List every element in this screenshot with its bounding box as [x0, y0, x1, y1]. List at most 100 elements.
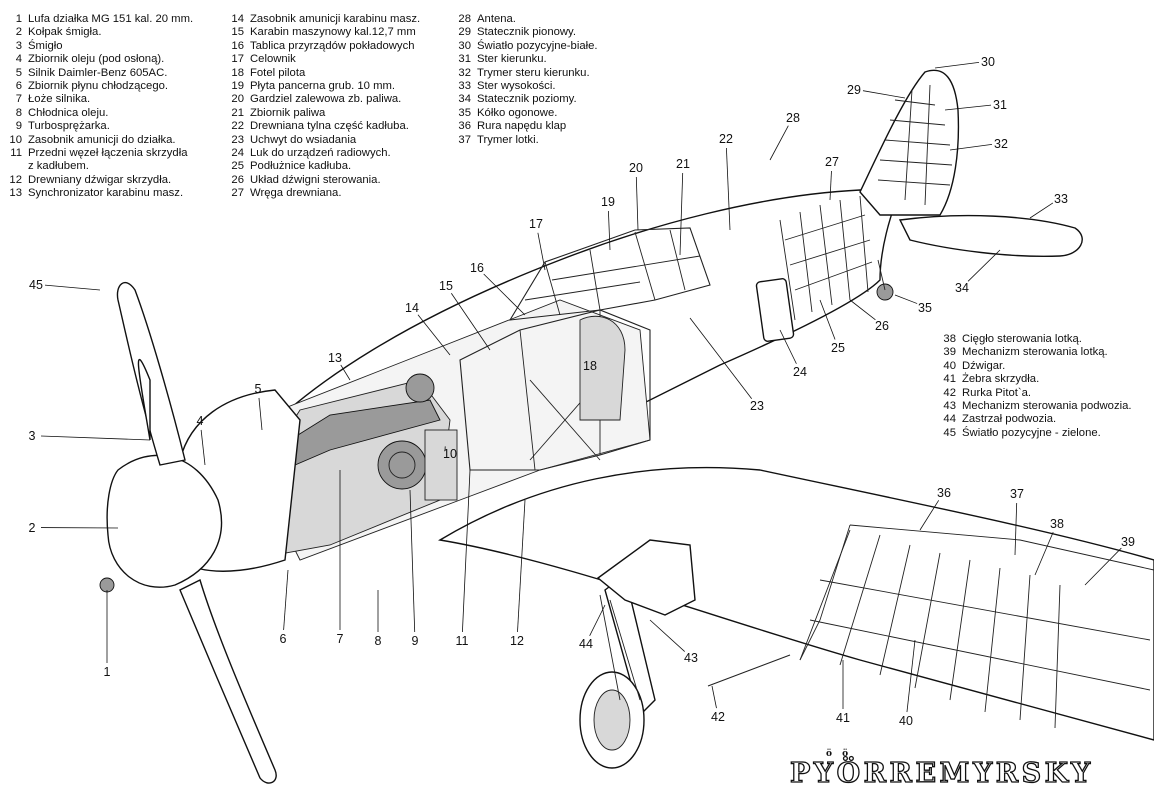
- legend-number: 17: [231, 53, 244, 66]
- legend-text: Cięgło sterowania lotką.: [962, 333, 1082, 345]
- legend-text: Śmigło: [28, 39, 63, 52]
- callout-leader-line: [849, 299, 876, 321]
- callout-label-45: 45: [29, 278, 43, 292]
- legend-text: Łoże silnika.: [28, 93, 91, 106]
- legend-text: Drewniany dźwigar skrzydła.: [28, 173, 172, 186]
- callout-leader-line: [934, 61, 980, 69]
- callout-leader-line: [450, 293, 491, 351]
- legend-number: 4: [15, 53, 22, 66]
- callout-leader-line: [819, 299, 836, 340]
- legend-text: Turbosprężarka.: [28, 120, 110, 133]
- tailwheel: [876, 283, 894, 301]
- propeller-blade-lower: [179, 579, 277, 784]
- callout-leader-line: [517, 499, 526, 633]
- legend-number: 18: [231, 66, 244, 79]
- callout-label-11: 11: [456, 634, 469, 648]
- legend-text: Lufa działka MG 151 kal. 20 mm.: [28, 13, 194, 25]
- legend-number: 45: [943, 426, 956, 439]
- callout-label-16: 16: [470, 261, 484, 275]
- pitot-tube: [707, 654, 791, 687]
- callout-label-31: 31: [993, 98, 1007, 112]
- legend-text: Zbiornik oleju (pod osłoną).: [28, 53, 165, 66]
- legend-number: 16: [231, 39, 244, 52]
- legend-text: Celownik: [250, 53, 296, 66]
- callout-label-7: 7: [337, 632, 344, 646]
- callout-label-10: 10: [443, 447, 457, 461]
- callout-label-33: 33: [1054, 192, 1068, 206]
- legend-item: 33 Ster wysokości.: [449, 80, 598, 93]
- legend-text: Antena.: [477, 13, 516, 25]
- legend-number: 33: [458, 80, 471, 93]
- callout-leader-line: [340, 364, 351, 381]
- callout-leader-line: [417, 314, 451, 356]
- title-accent-marks: ö ö: [826, 749, 852, 759]
- legend-text: Przedni węzeł łączenia skrzydła: [28, 147, 188, 160]
- horizontal-stabilizer: [898, 214, 1083, 257]
- legend-number: 35: [458, 106, 471, 119]
- callout-label-14: 14: [405, 301, 419, 315]
- legend-text: Zbiornik płynu chłodzącego.: [28, 80, 169, 93]
- callout-leader-line: [1084, 547, 1122, 586]
- legend-number: 14: [231, 13, 244, 25]
- legend-text: Chłodnica oleju.: [28, 106, 109, 119]
- supercharger: [377, 440, 427, 490]
- legend-text: Wręga drewniana.: [250, 187, 342, 200]
- callout-label-4: 4: [197, 414, 204, 428]
- callout-label-41: 41: [836, 711, 850, 725]
- legend-text: Mechanizm sterowania podwozia.: [962, 400, 1132, 413]
- callout-leader-line: [1029, 202, 1054, 219]
- callout-leader-line: [689, 317, 753, 399]
- callout-label-43: 43: [684, 651, 698, 665]
- callout-leader-line: [769, 125, 789, 161]
- callout-leader-line: [537, 232, 546, 271]
- callout-label-28: 28: [786, 111, 800, 125]
- callout-label-22: 22: [719, 132, 733, 146]
- cannon-muzzle: [99, 577, 115, 593]
- legend-text: Gardziel zalewowa zb. paliwa.: [250, 93, 402, 106]
- legend-number: 8: [15, 106, 22, 119]
- callout-label-37: 37: [1010, 487, 1024, 501]
- legend-text-continuation: z kadłubem.: [28, 160, 89, 173]
- legend-number: 36: [458, 120, 471, 133]
- aircraft-illustration: [99, 69, 1154, 784]
- legend-text: Ster wysokości.: [477, 80, 556, 93]
- callout-leader-line: [40, 435, 151, 441]
- callout-label-19: 19: [601, 195, 615, 209]
- wing: [438, 466, 1154, 741]
- legend-number: 15: [231, 26, 244, 39]
- callout-label-26: 26: [875, 319, 889, 333]
- callout-label-42: 42: [711, 710, 725, 724]
- callout-leader-line: [44, 284, 101, 291]
- callout-label-38: 38: [1050, 517, 1064, 531]
- callout-leader-line: [483, 273, 526, 316]
- callout-label-36: 36: [937, 486, 951, 500]
- legend-item: 4 Zbiornik oleju (pod osłoną).: [0, 53, 193, 66]
- legend-text: Kółko ogonowe.: [477, 106, 558, 119]
- callout-leader-line: [608, 210, 611, 251]
- gear-well: [596, 539, 696, 616]
- callout-label-17: 17: [529, 217, 543, 231]
- callout-label-23: 23: [750, 399, 764, 413]
- legend-number: 20: [231, 93, 244, 106]
- legend-number: 21: [231, 106, 244, 119]
- legend-text: Trymer lotki.: [477, 133, 539, 146]
- callout-label-44: 44: [579, 637, 593, 651]
- callout-leader-line: [919, 500, 940, 531]
